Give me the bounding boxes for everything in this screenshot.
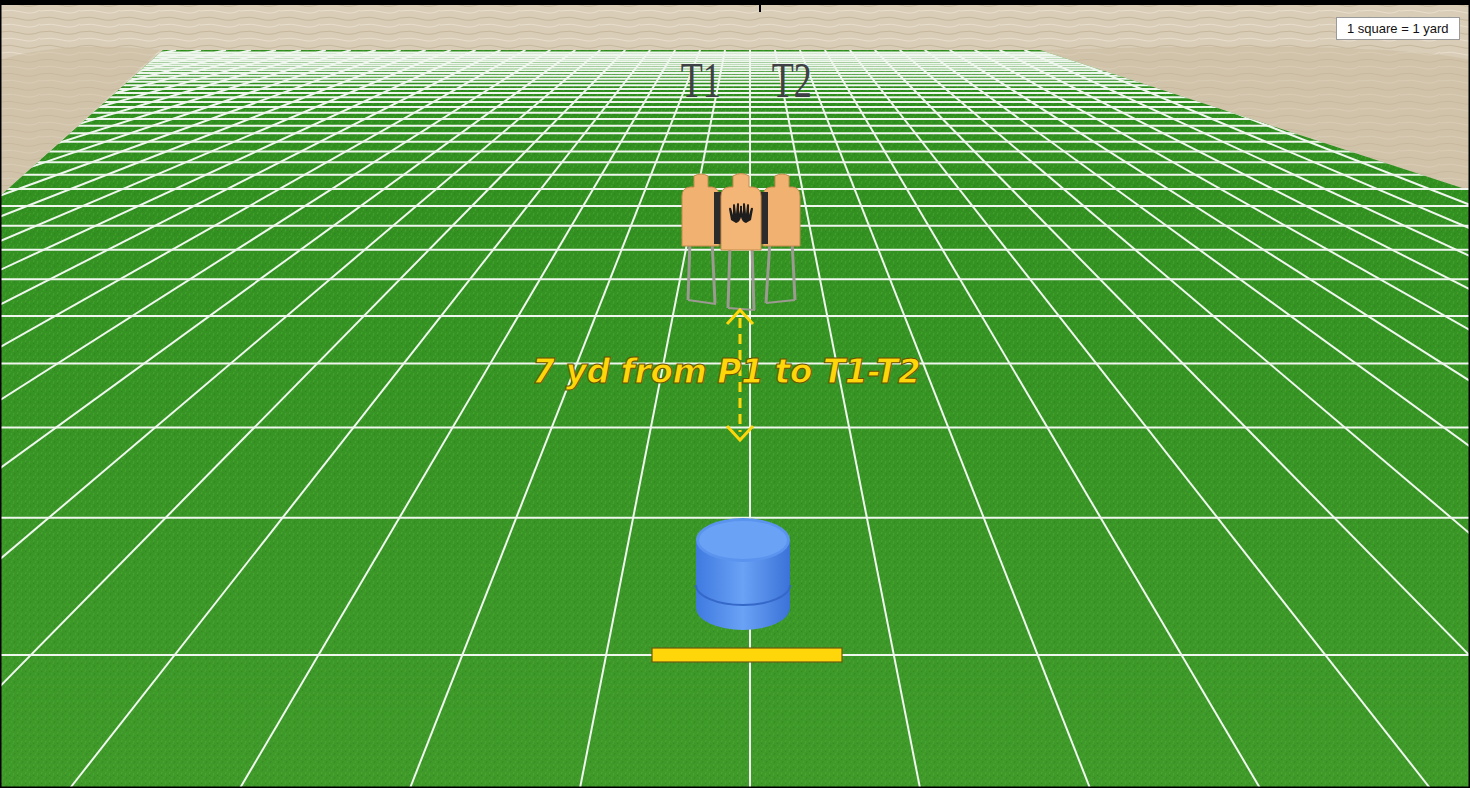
grid-line: [900, 50, 1470, 788]
grid-line: [0, 50, 426, 788]
grid-line: [0, 50, 401, 788]
grid-line: [0, 50, 575, 788]
grid-line: [0, 60, 1470, 62]
grid-line: [0, 50, 126, 788]
scale-note: 1 square = 1 yard: [1336, 17, 1460, 40]
grid-line: [1349, 50, 1470, 788]
yard-grid: [0, 50, 1470, 788]
grid-line: [580, 50, 725, 788]
grid-line: [0, 161, 1470, 163]
grid-line: [1274, 50, 1470, 788]
grid-line: [1374, 50, 1470, 788]
grid-line: [825, 50, 1260, 788]
target-label: T2: [772, 55, 812, 105]
scale-text: 1 square = 1 yard: [1347, 21, 1449, 36]
grid-line: [925, 50, 1470, 788]
grid-line: [0, 50, 201, 788]
grid-line: [1299, 50, 1470, 788]
grid-line: [800, 50, 1090, 788]
grid-line: [1224, 50, 1470, 788]
grid-line: [0, 427, 1470, 429]
distance-label: 7 yd from P1 to T1-T2: [532, 354, 920, 390]
grid-line: [1074, 50, 1470, 788]
grid-line: [975, 50, 1470, 788]
grid-line: [0, 50, 301, 788]
grid-line: [240, 50, 675, 788]
grass-field: [0, 50, 1470, 788]
grid-line: [410, 50, 700, 788]
grid-line: [0, 55, 1470, 57]
grid-line: [0, 278, 1470, 280]
frame-top: [0, 0, 1470, 5]
paper-targets: [682, 174, 800, 251]
grid-line: [0, 67, 1470, 69]
grid-line: [70, 50, 650, 788]
grid-line: [0, 50, 550, 788]
grid-line: [1324, 50, 1470, 788]
grid-line: [0, 150, 1470, 152]
grid-line: [1025, 50, 1470, 788]
grid-line: [1174, 50, 1470, 788]
grid-line: [0, 84, 1470, 86]
grid-line: [0, 53, 1470, 55]
grid-line: [0, 125, 1470, 127]
grid-line: [0, 50, 625, 788]
grid-line: [749, 50, 751, 788]
grid-line: [0, 75, 1470, 77]
grid-line: [1149, 50, 1470, 788]
shooting-position: [652, 648, 842, 662]
grid-line: [0, 78, 1470, 80]
frame-divider: [759, 0, 761, 12]
grid-line: [0, 50, 600, 788]
grid-line: [0, 50, 500, 788]
target-label: T1: [681, 55, 721, 105]
grid-line: [1399, 50, 1470, 788]
grid-line: [0, 69, 1470, 71]
grid-line: [1000, 50, 1470, 788]
grid-line: [1199, 50, 1470, 788]
grid-line: [0, 88, 1470, 90]
grass-texture: [0, 50, 1470, 788]
grid-line: [1099, 50, 1470, 788]
grid-line: [0, 96, 1470, 98]
grid-line: [0, 50, 176, 788]
grid-line: [950, 50, 1470, 788]
grid-line: [1124, 50, 1470, 788]
grid-line: [775, 50, 920, 788]
grid-line: [1249, 50, 1470, 788]
grid-line: [0, 50, 475, 788]
grid-line: [0, 50, 151, 788]
grid-line: [0, 50, 251, 788]
shooter-barrel: [696, 518, 790, 630]
grid-line: [850, 50, 1430, 788]
grid-line: [0, 112, 1470, 114]
grid-line: [0, 50, 351, 788]
grid-line: [0, 141, 1470, 143]
grid-line: [0, 106, 1470, 108]
grid-line: [1049, 50, 1470, 788]
